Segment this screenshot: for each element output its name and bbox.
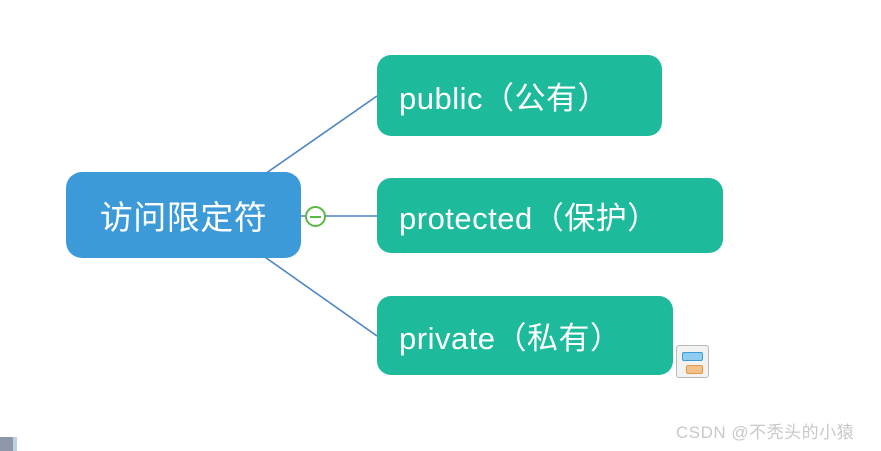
layout-template-button[interactable] [676,345,709,378]
node-label-protected: protected（保护） [399,201,659,236]
root-node-label: 访问限定符 [99,199,268,236]
connector-root-to-private [261,254,378,337]
node-label-private: private（私有） [399,321,622,356]
watermark-text: CSDN @不秃头的小猿 [676,423,855,442]
mindmap-root-node[interactable]: 访问限定符 [66,172,301,258]
connector-root-to-public [261,95,378,177]
layout-bottom-bar-icon [686,365,703,374]
mindmap-node-public[interactable]: public（公有） [377,55,662,136]
mindmap-node-private[interactable]: private（私有） [377,296,673,375]
layout-top-bar-icon [682,352,703,361]
mindmap-node-protected[interactable]: protected（保护） [377,178,723,253]
collapse-minus-icon[interactable] [305,206,326,227]
node-label-public: public（公有） [399,81,609,116]
scroll-corner-fragment [0,437,17,451]
